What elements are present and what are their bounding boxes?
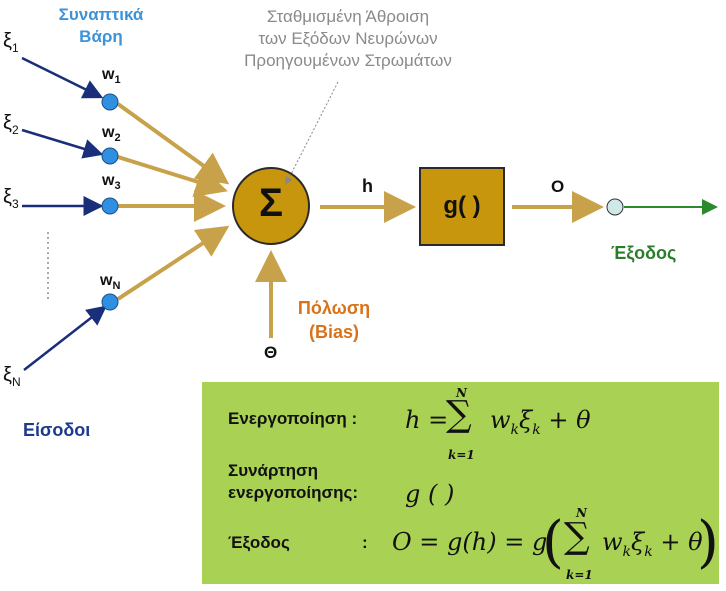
sum-leader-line	[285, 81, 339, 185]
output-formula-colon: :	[362, 533, 368, 552]
weight-label-2: w2	[102, 124, 121, 145]
synaptic-weights-label: Συναπτικά Βάρη	[58, 5, 144, 46]
sum-node	[232, 167, 310, 245]
weight-arrow-n	[116, 225, 230, 301]
input-label-1: ξ1	[3, 30, 19, 55]
activation-formula-label: Ενεργοποίηση :	[228, 409, 358, 428]
input-label-2: ξ2	[3, 112, 19, 137]
input-label-3: ξ3	[3, 186, 19, 211]
output-formula-label: Έξοδος	[228, 533, 290, 552]
inputs-label: Είσοδοι	[23, 420, 91, 440]
weight-arrow-1	[116, 102, 230, 185]
synapse-node-1	[101, 93, 119, 111]
input-arrow-n	[23, 305, 107, 371]
sum-symbol: Σ	[258, 181, 283, 225]
output-symbol-label: O	[551, 177, 565, 196]
formula-box: Ενεργοποίηση : h = N ∑ k=1 wkξk + θ Συνά…	[202, 382, 719, 584]
synapse-node-n	[101, 293, 119, 311]
activation-box	[419, 167, 505, 246]
output-label: Έξοδος	[611, 243, 677, 263]
input-arrow-2	[21, 128, 104, 159]
bias-symbol: Θ	[264, 343, 278, 362]
activation-function-label: g( )	[443, 192, 481, 219]
weight-label-1: w1	[102, 66, 121, 87]
input-arrow-1	[21, 56, 104, 99]
net-input-label: h	[362, 176, 373, 196]
function-formula: g ( )	[405, 480, 455, 508]
function-formula-label: Συνάρτηση ενεργοποίησης:	[228, 461, 359, 502]
synapse-node-3	[101, 197, 119, 215]
synapse-node-2	[101, 147, 119, 165]
weight-label-n: wN	[100, 272, 121, 293]
bias-label: Πόλωση (Bias)	[297, 298, 371, 342]
weight-arrow-2	[117, 155, 228, 197]
output-node	[606, 198, 624, 216]
input-label-n: ξN	[3, 364, 21, 389]
weight-label-3: w3	[102, 172, 121, 193]
weighted-sum-label: Σταθμισμένη Άθροιση των Εξόδων Νευρώνων …	[244, 7, 452, 70]
